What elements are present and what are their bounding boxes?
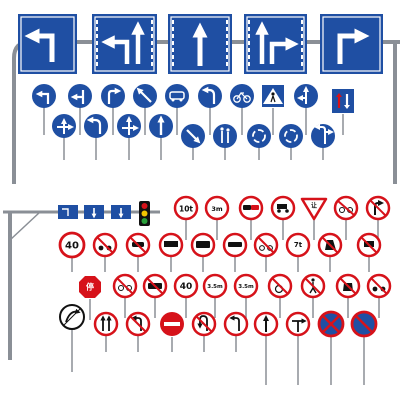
red-sign-row-4	[59, 304, 378, 385]
no-cars-sign	[125, 232, 151, 272]
stop-sign: 停	[79, 276, 101, 320]
speed-limit-label-2: 40	[180, 282, 193, 292]
small-lane-sign-3	[111, 205, 131, 219]
weight-limit-sign: 10t	[173, 195, 199, 240]
no-u-turn-sign	[191, 311, 217, 352]
no-motorcycles-sign	[92, 232, 118, 272]
no-stopping-sign	[317, 310, 345, 385]
width-limit-label: 3.5m	[238, 284, 254, 290]
no-animals-sign	[335, 273, 361, 318]
no-left-right-sign	[285, 311, 311, 385]
mandatory-straight-sign	[149, 114, 173, 160]
no-parking-sign	[350, 310, 378, 385]
speed-limit-sign-2: 40	[173, 273, 199, 318]
axle-weight-limit-sign: 7t	[285, 232, 311, 272]
no-right-turn-sign	[365, 195, 391, 240]
weight-limit-label: 10t	[179, 205, 193, 214]
lane-sign-straight	[168, 14, 232, 74]
roundabout-sign	[247, 124, 271, 160]
width-limit-sign: 3.5m	[233, 273, 259, 318]
yield-sign: 让	[300, 197, 328, 240]
blue-sign-row-1	[32, 84, 354, 135]
roundabout-sign-alt	[279, 124, 303, 160]
lane-sign-left	[18, 14, 77, 74]
mandatory-left-u-sign	[84, 114, 108, 160]
no-overtaking-sign	[238, 195, 264, 240]
mandatory-all-directions-sign	[117, 114, 141, 160]
traffic-light	[139, 201, 150, 226]
motor-vehicle-lane-sign	[165, 84, 189, 135]
pedestrian-lane-sign	[213, 124, 237, 160]
height-limit-label-2: 3.5m	[207, 284, 223, 290]
speed-limit-sign: 40	[58, 231, 86, 272]
mandatory-left-right-split-sign	[52, 114, 76, 160]
no-straight-sign	[253, 311, 279, 385]
height-limit-sign-2: 3.5m	[202, 273, 228, 318]
red-sign-row-1: 10t 3m 让	[173, 195, 391, 240]
lane-sign-left-straight	[92, 14, 157, 74]
no-motorcycles-sign-2	[366, 273, 392, 318]
no-vans-sign	[222, 232, 248, 272]
bicycle-lane-sign	[230, 84, 254, 135]
signal-gantry	[3, 201, 160, 360]
mandatory-diagonal-left-sign	[133, 84, 157, 135]
stop-label: 停	[86, 282, 94, 292]
no-tractors-sign	[270, 195, 296, 240]
mandatory-left-curve-sign	[198, 84, 222, 135]
axle-limit-label: 7t	[294, 241, 303, 249]
height-limit-label: 3m	[211, 205, 223, 213]
yield-label: 让	[311, 202, 317, 210]
mandatory-straight-left-sign	[311, 124, 335, 160]
no-wheelchairs-sign	[267, 273, 293, 318]
pedestrian-crossing-sign	[262, 85, 284, 135]
end-restriction-sign	[59, 304, 85, 372]
priority-oncoming-sign	[332, 89, 354, 135]
no-animal-carts-sign	[317, 232, 343, 272]
small-lane-sign-1	[58, 205, 78, 219]
no-left-turn-sign-2	[223, 311, 249, 352]
no-buses-sign	[190, 232, 216, 272]
keep-right-sign	[181, 124, 205, 160]
no-pedestrians-sign	[300, 273, 326, 318]
no-tricycles-sign	[253, 232, 279, 272]
small-lane-sign-2	[84, 205, 104, 219]
no-bicycles-sign	[333, 195, 359, 240]
red-sign-row-2: 40	[58, 231, 382, 272]
no-entry-sign	[160, 312, 184, 352]
no-handcarts-sign	[356, 232, 382, 272]
lane-sign-right	[320, 14, 383, 74]
no-buses-sign-2	[142, 273, 168, 318]
no-straight-left-sign	[93, 311, 119, 352]
no-left-turn-sign	[125, 311, 151, 352]
lane-sign-straight-right	[244, 14, 307, 74]
blue-sign-row-2	[52, 114, 335, 160]
height-limit-sign: 3m	[204, 195, 230, 240]
mandatory-right-turn-sign	[101, 84, 125, 135]
mandatory-left-right-sign	[294, 84, 318, 135]
no-trucks-sign	[158, 232, 184, 272]
no-bicycles-sign-2	[112, 273, 138, 318]
mandatory-left-turn-sign	[32, 84, 56, 135]
red-sign-row-3: 停 40 3.5m 3.5m	[79, 273, 392, 320]
speed-limit-label: 40	[65, 241, 79, 252]
mandatory-turn-left-around-sign	[68, 84, 92, 135]
